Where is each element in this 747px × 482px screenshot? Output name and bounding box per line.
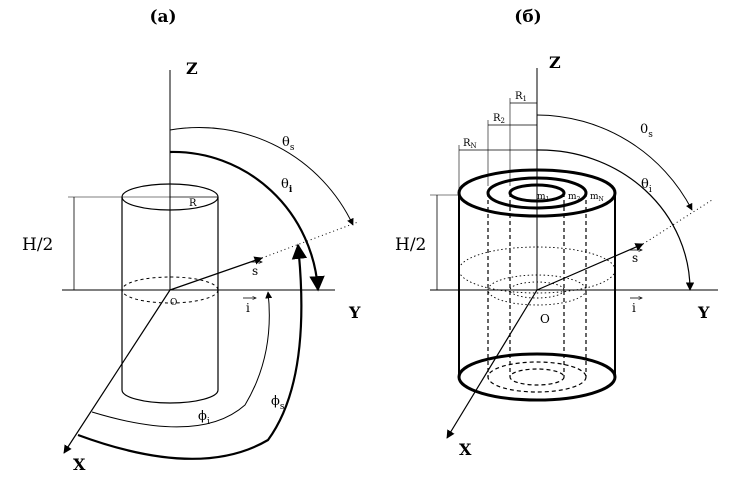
panel-b-title: (б): [514, 7, 541, 27]
panel-a-phi-s-label: ϕs: [271, 394, 285, 412]
panel-b-axis-y-label: Y: [697, 303, 710, 322]
panel-b-mid-ellipse-2: [487, 274, 587, 306]
panel-a-theta-i-label: θi: [281, 177, 293, 195]
panel-b-rn-label: RN: [463, 138, 477, 150]
panel-b-theta-s-label: 0s: [640, 122, 653, 140]
panel-a-phi-i-arc: [91, 291, 273, 428]
panel-b-m2-label: m2: [568, 192, 581, 203]
panel-b-height-label: H/2: [395, 235, 426, 255]
panel-a-phi-i-label: ϕi: [198, 409, 210, 427]
panel-b-theta-s-arc: [536, 114, 693, 211]
panel-b-x-axis: [446, 289, 538, 439]
panel-a-theta-i-arc: [169, 150, 325, 292]
panel-a-radius-label: R: [189, 198, 197, 209]
panel-a-theta-s-arc: [169, 126, 354, 226]
panel-b-outer-bottom: [457, 352, 617, 402]
panel-b-ring2-bottom: [487, 361, 587, 393]
panel-a-phi-s-arc: [77, 243, 308, 460]
panel-b-m1-label: m1: [537, 192, 549, 203]
panel-a-cylinder-bottom: [121, 389, 219, 404]
panel-a-vec-s-label: s: [252, 264, 258, 278]
panel-b-vec-s-label: s: [632, 251, 638, 265]
panel-a-axis-x-label: X: [73, 455, 86, 474]
panel-a: [62, 70, 359, 460]
panel-b-vec-s: [536, 243, 644, 291]
panel-b-mn-label: mN: [590, 192, 604, 203]
panel-a-title: (а): [149, 7, 176, 27]
panel-b-theta-i-arc: [536, 149, 695, 291]
panel-b-axis-x-label: X: [459, 440, 472, 459]
panel-a-x-axis: [63, 289, 171, 454]
panel-b-r1-label: R1: [515, 91, 527, 103]
panel-a-vec-i-label: i: [246, 301, 250, 315]
panel-a-axis-y-label: Y: [348, 303, 361, 322]
panel-b-axis-z-label: Z: [549, 53, 561, 72]
panel-a-origin-label: O: [170, 298, 177, 308]
panel-b: [430, 68, 718, 439]
panel-b-origin-label: O: [540, 312, 550, 326]
panel-b-scatter-dotted: [642, 199, 713, 245]
panel-b-ring1-bottom: [509, 368, 565, 386]
panel-b-labels: (б) Z Y X O H/2 R1 R2 RN m1 m2 mN 0s θi …: [395, 7, 710, 459]
panel-b-r2-label: R2: [493, 113, 505, 125]
panel-a-height-label: H/2: [22, 235, 53, 255]
panel-b-theta-i-label: θi: [641, 177, 652, 195]
panel-a-labels: (а) Z Y X O R H/2 θs θi ϕi ϕs s i: [22, 7, 361, 474]
panel-a-axis-z-label: Z: [186, 59, 198, 78]
panel-b-mid-ellipse-1: [509, 281, 565, 299]
panel-b-mid-ellipse-outer: [458, 246, 616, 294]
panel-a-theta-s-label: θs: [282, 135, 295, 153]
panel-b-vec-i-label: i: [632, 301, 636, 315]
panel-a-vec-s: [169, 256, 263, 291]
panel-a-mid-ellipse: [121, 276, 219, 304]
